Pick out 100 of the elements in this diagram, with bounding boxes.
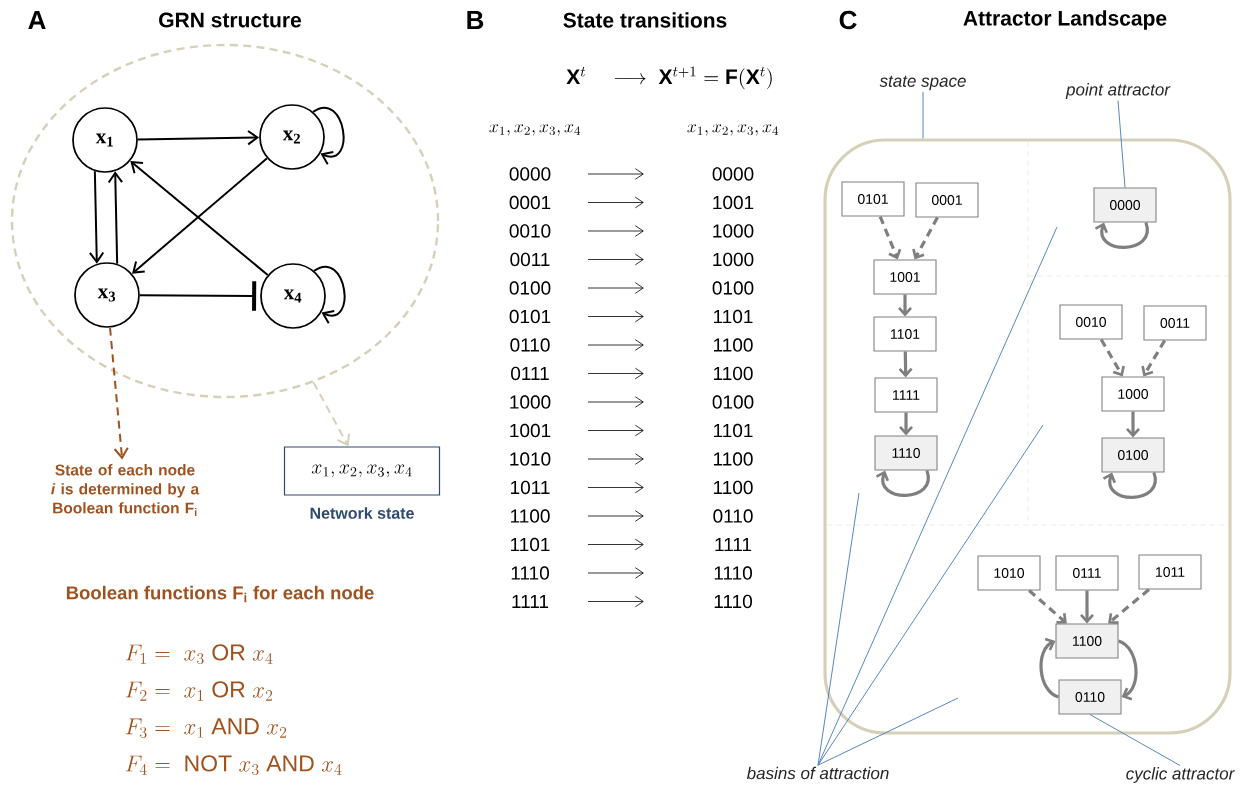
state-box: 1011	[1138, 554, 1202, 590]
state-box: 1010	[977, 555, 1041, 591]
arrow	[912, 216, 939, 260]
state-box: 0011	[1143, 305, 1207, 341]
panel-letter: C	[839, 10, 857, 30]
state-box: 1111	[874, 377, 938, 413]
state-code: 0010	[509, 224, 551, 238]
arrow	[1108, 588, 1150, 624]
arrow	[1039, 637, 1060, 699]
state-code: 1101	[511, 537, 550, 552]
self-loop-arrow	[875, 470, 930, 497]
transition-formula: $\mathbf{X}^t \quad\longrightarrow\; \mathbf{X}^{t+1} = \mathbf{F}(\mathbf{X}^t)$	[566, 66, 772, 90]
box-caption: Network state	[310, 507, 414, 519]
state-code: 0100	[509, 281, 551, 295]
leader-line	[817, 697, 959, 766]
leader-line	[922, 91, 924, 139]
callout-text: basins of attraction	[746, 766, 889, 780]
state-box: 1001	[873, 259, 937, 295]
state-code: 1110	[714, 566, 752, 580]
panel-letter: A	[28, 11, 46, 29]
state-code: 0100	[712, 281, 754, 295]
inhibition-line	[138, 281, 257, 311]
state-code: 0101	[509, 309, 551, 324]
state-code: 1111	[715, 538, 752, 552]
state-code: 1101	[714, 309, 753, 324]
arrow	[898, 294, 912, 317]
state-code: 0100	[712, 395, 754, 409]
state-code: 0110	[510, 338, 550, 352]
state-code: 0000	[712, 167, 754, 181]
arrow	[899, 412, 913, 436]
arrow	[1080, 590, 1094, 624]
state-code: 0001	[509, 195, 551, 210]
boolean-formula: $F_1 =\; x_3 \;\mathrm{OR}\; x_4$	[125, 644, 273, 665]
annotation-text: State of each node i is determined by a Boolean function F$_{i}$	[51, 464, 200, 516]
arrow	[107, 171, 124, 265]
state-code: 1011	[511, 480, 550, 495]
panel-title: State transitions	[563, 12, 727, 28]
state-code: 0111	[511, 366, 549, 381]
column-header: $x_1,x_2,x_3,x_4$	[687, 124, 779, 136]
dashed-ellipse	[10, 43, 440, 399]
state-code: 1100	[714, 338, 753, 352]
state-code: 1100	[714, 480, 753, 495]
arrow	[1141, 339, 1166, 377]
state-code: 1100	[511, 509, 550, 523]
leader-line	[817, 492, 860, 766]
callout-text: point attractor	[1065, 83, 1171, 99]
state-code: 1001	[510, 423, 551, 438]
arrow	[898, 351, 913, 378]
state-code: 1010	[510, 452, 551, 466]
state-box: 1110	[874, 435, 938, 471]
arrow	[1126, 411, 1140, 438]
boolean-formula: $F_2 =\; x_1 \;\mathrm{OR}\; x_2$	[125, 681, 273, 701]
state-code: 1100	[714, 452, 753, 466]
self-loop-arrow	[313, 266, 346, 325]
self-loop-arrow	[312, 107, 345, 166]
state-code: 1110	[511, 566, 549, 580]
state-code: 1000	[713, 224, 754, 238]
state-code: 1110	[714, 594, 752, 609]
gene-node: x$_{3}$	[74, 262, 140, 328]
arrow	[136, 130, 260, 146]
leader-line	[817, 226, 1058, 766]
state-box: 0001	[915, 182, 979, 218]
state-box: 0101	[841, 181, 905, 217]
state-box: 1101	[873, 316, 937, 352]
panel-title: Attractor Landscape	[963, 10, 1167, 30]
state-box: 1100	[1055, 623, 1119, 659]
state-code: 0011	[510, 252, 550, 267]
boolean-formula: $F_4 =\; \mathrm{NOT}\; x_3 \;\mathrm{AND}\; x_4$	[125, 755, 342, 776]
state-code: 0110	[713, 509, 753, 523]
section-heading: Boolean functions F$_{i}$ for each node	[66, 585, 374, 603]
state-box: 0000	[1093, 187, 1157, 223]
state-box: 0010	[1059, 304, 1123, 340]
state-code: 1000	[510, 395, 551, 409]
leader-line	[817, 424, 1044, 766]
gene-node: x$_{1}$	[72, 107, 138, 173]
leader-line	[1089, 714, 1181, 766]
callout-text: state space	[879, 75, 966, 91]
column-header: $x_1,x_2,x_3,x_4$	[489, 124, 581, 136]
panel-title: GRN structure	[159, 12, 301, 28]
gene-node: x$_{2}$	[259, 104, 325, 170]
state-space-box	[823, 138, 1232, 735]
state-vector-box: $x_1,x_2,x_3,x_4$	[283, 446, 441, 496]
gene-node: x$_{4}$	[260, 263, 326, 329]
arrow	[312, 381, 351, 447]
callout-text: cyclic attractor	[1126, 767, 1235, 783]
state-box: 0100	[1101, 437, 1165, 473]
state-code: 0000	[509, 167, 551, 181]
arrow	[109, 326, 129, 460]
state-code: 1101	[714, 423, 753, 438]
arrow	[1028, 589, 1067, 624]
state-code: 1100	[714, 366, 753, 381]
state-code: 1001	[713, 195, 754, 210]
state-code: 1000	[713, 252, 754, 267]
panel-letter: B	[467, 11, 484, 29]
arrow	[1099, 338, 1125, 377]
state-box: 1000	[1101, 376, 1165, 412]
arrow	[88, 170, 105, 264]
arrow	[878, 215, 902, 260]
state-code: 1111	[512, 594, 549, 609]
state-box: 0111	[1055, 555, 1119, 591]
